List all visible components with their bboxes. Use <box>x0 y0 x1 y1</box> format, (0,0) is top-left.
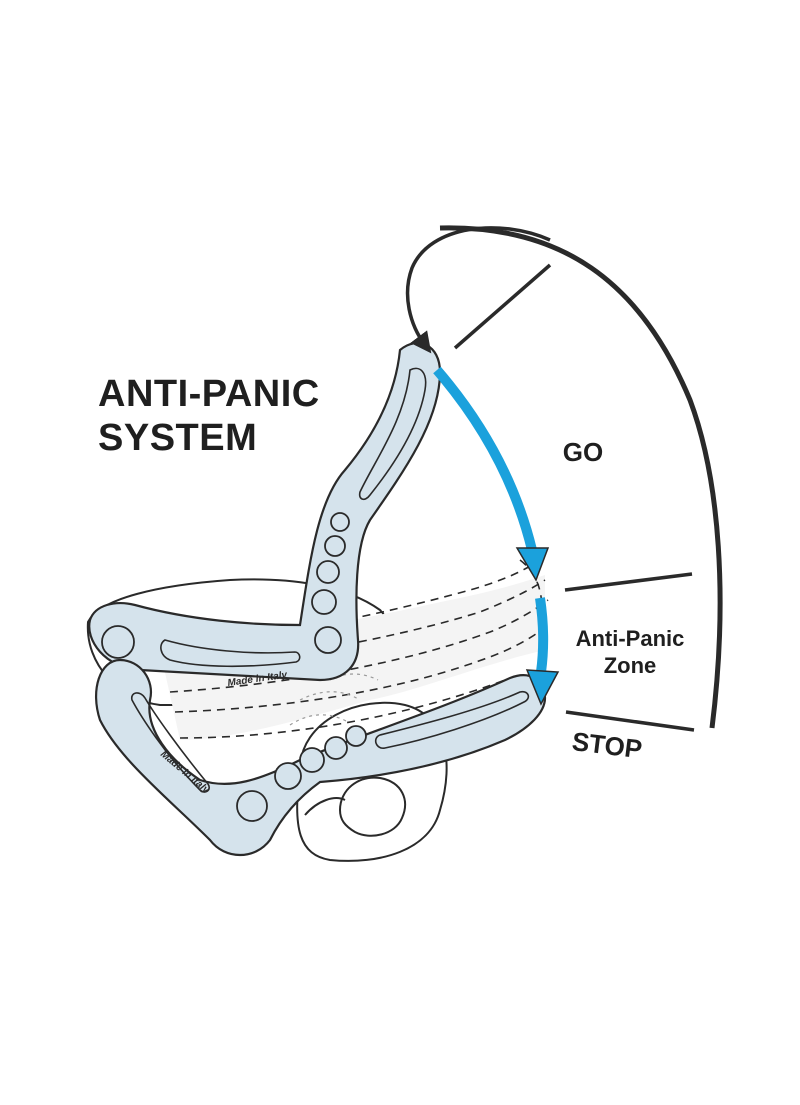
title-line-2: SYSTEM <box>98 417 258 459</box>
blue-arrow-anti-panic <box>535 597 549 673</box>
go-upper-divider <box>453 263 552 350</box>
handle-lever <box>88 341 442 682</box>
title-line-1: ANTI-PANIC <box>98 373 320 415</box>
handle-holes-upper <box>101 512 350 659</box>
anti-panic-zone-label: Anti-Panic Zone <box>555 625 705 679</box>
go-anti-panic-divider <box>564 572 693 592</box>
rope-texture <box>289 673 379 726</box>
go-zone-label: GO <box>562 437 604 467</box>
anti-panic-line-2: Zone <box>603 653 657 678</box>
zone-outer-arc <box>439 225 723 729</box>
stop-divider <box>565 710 695 732</box>
blue-arrow-go <box>433 366 537 552</box>
blue-arrowhead-go <box>515 547 550 582</box>
blue-arrowhead-anti-panic <box>525 669 560 706</box>
handle-holes-lower <box>236 725 367 822</box>
anti-panic-line-1: Anti-Panic <box>575 626 685 651</box>
curved-motion-arrow <box>405 226 551 354</box>
